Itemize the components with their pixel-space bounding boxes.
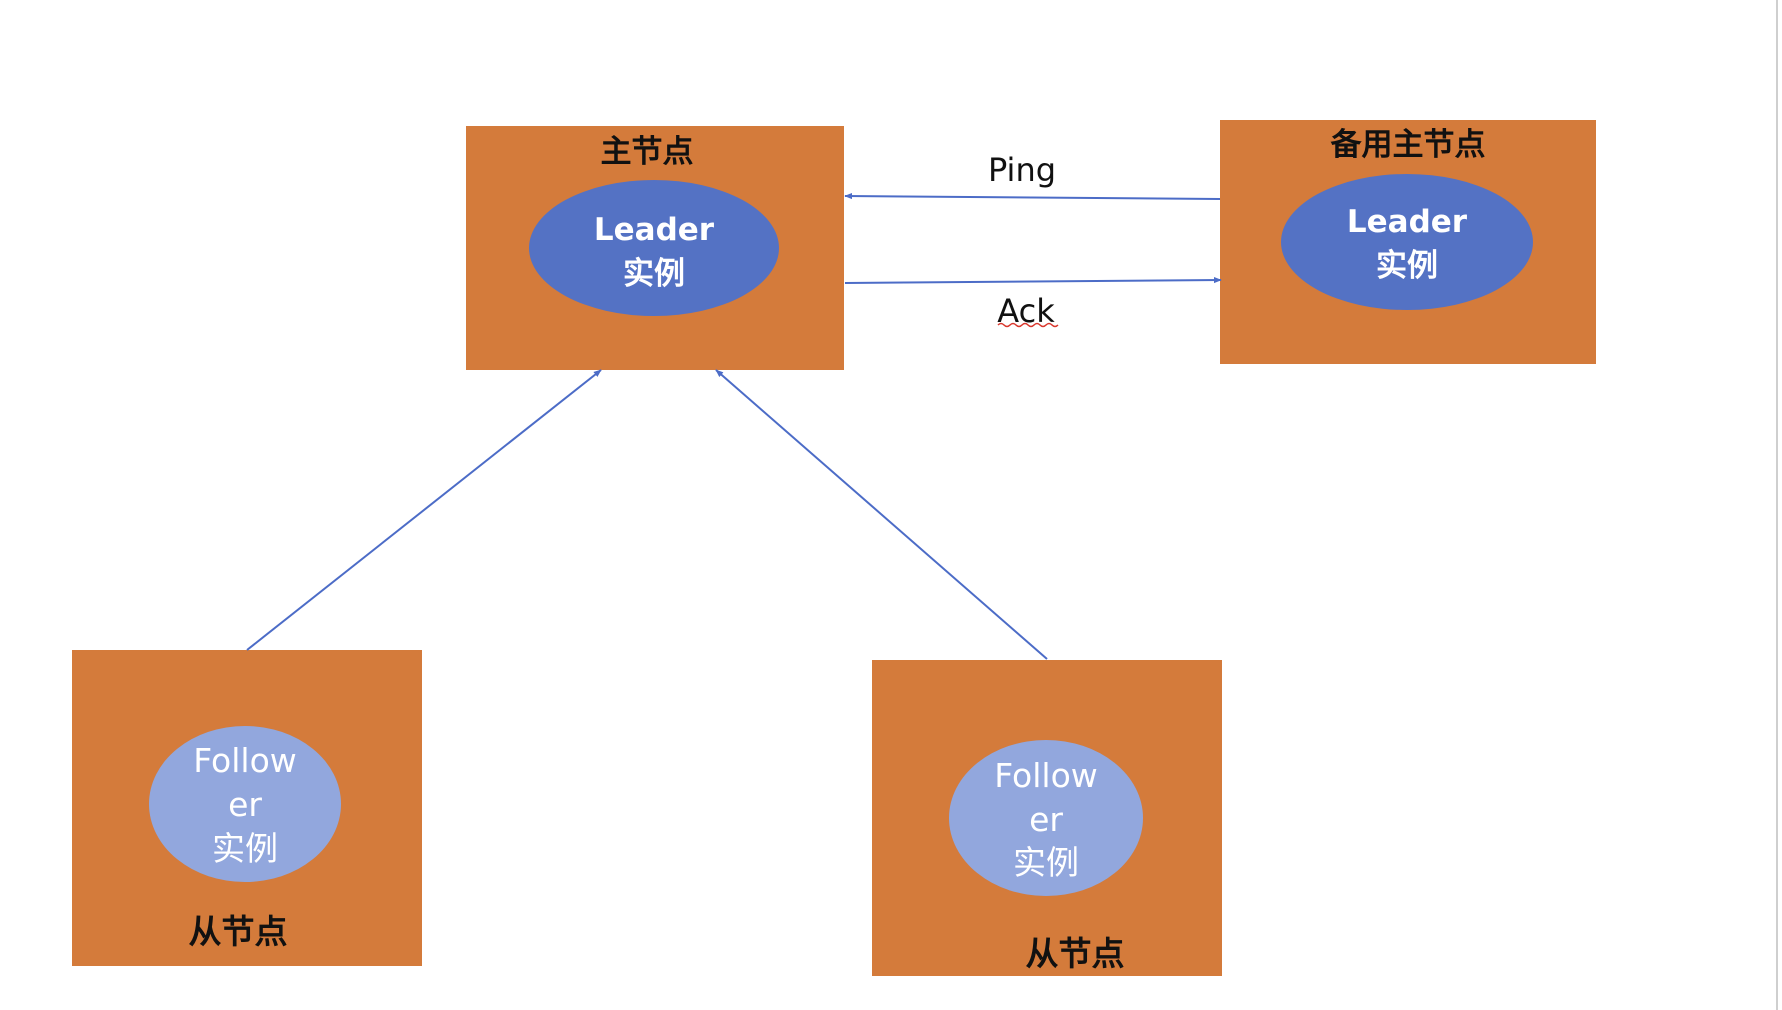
follower-left-line3: 实例 [212,829,278,868]
follower-right-line1: Follow [994,756,1098,795]
follower-right-line3: 实例 [1013,843,1079,882]
page-edge-divider [1776,0,1778,1010]
ping-label: Ping [988,151,1056,189]
follower-left-line1: Follow [193,741,297,780]
backup-instance-label: 实例 [1376,248,1438,284]
follower-left-line2: er [228,785,262,824]
ack-spellcheck-underline [997,322,1059,328]
follower-right-instance [949,740,1143,896]
ack-arrow [844,276,1222,284]
backup-leader-instance [1281,174,1533,310]
follower-left-title: 从节点 [189,912,288,951]
ping-arrow [844,192,1221,200]
primary-leader-label: Leader [594,212,715,248]
primary-node: 主节点 Leader 实例 [466,126,844,370]
backup-node-title: 备用主节点 [1330,127,1486,163]
backup-leader-label: Leader [1347,204,1468,240]
primary-leader-instance [529,180,779,316]
backup-node: 备用主节点 Leader 实例 [1220,120,1596,364]
follower-right-line2: er [1029,800,1063,839]
follower-right-node: Follow er 实例 从节点 [872,660,1222,976]
primary-node-title: 主节点 [601,134,694,170]
left-follower-arrow [246,369,602,651]
follower-left-node: Follow er 实例 从节点 [72,650,422,966]
right-follower-arrow [715,369,1048,660]
follower-right-title: 从节点 [1026,934,1125,973]
primary-instance-label: 实例 [623,256,685,292]
follower-left-instance [149,726,341,882]
edges: Ping Ack [246,151,1222,660]
